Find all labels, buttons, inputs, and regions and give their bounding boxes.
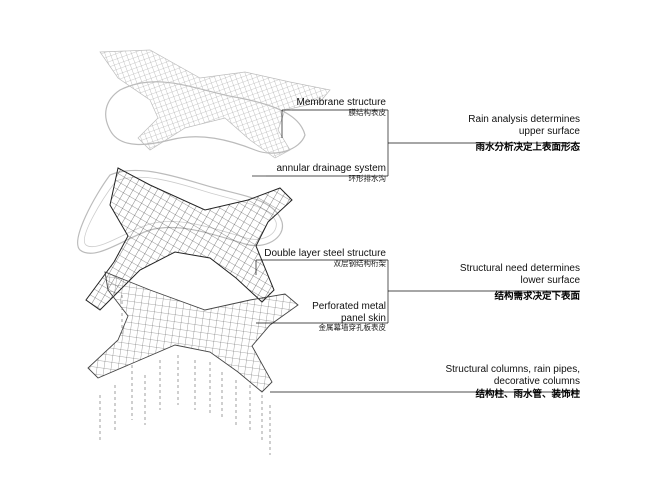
upper-note: Rain analysis determines upper surface 雨… [468,114,580,154]
lower-note: Structural need determines lower surface… [460,263,580,303]
drainage-label-en: annular drainage system [276,163,386,174]
columns-layer [99,295,271,455]
drainage-label-cn: 环形排水沟 [348,173,387,183]
upper-note-cn: 雨水分析决定上表面形态 [475,142,580,153]
steel-label-en: Double layer steel structure [264,248,386,259]
upper-note-en-2: upper surface [518,125,580,137]
columns-note-en-2: decorative columns [493,375,580,387]
steel-label: Double layer steel structure 双层钢结构桁架 [264,248,386,268]
membrane-label-cn: 膜结构表皮 [348,107,387,117]
upper-note-en-1: Rain analysis determines [468,114,580,125]
panel-label-cn: 金属幕墙穿孔板表皮 [318,323,387,332]
lower-note-cn: 结构需求决定下表面 [494,291,580,302]
columns-note-cn: 结构柱、雨水管、装饰柱 [475,389,580,400]
panel-label: Perforated metal panel skin 金属幕墙穿孔板表皮 [312,301,386,333]
membrane-label-en: Membrane structure [296,97,386,108]
panel-label-en-2: panel skin [340,312,386,324]
steel-layer [85,167,293,311]
lower-note-en-2: lower surface [520,274,580,286]
lower-note-en-1: Structural need determines [459,263,580,274]
panel-layer [87,271,299,393]
membrane-layer [99,49,331,159]
columns-note-en-1: Structural columns, rain pipes, [445,364,580,375]
columns-note: Structural columns, rain pipes, decorati… [445,364,580,401]
panel-label-en-1: Perforated metal [312,301,386,312]
leader-lines [252,109,580,393]
drainage-label: annular drainage system 环形排水沟 [276,163,386,183]
membrane-label: Membrane structure 膜结构表皮 [297,97,386,117]
steel-label-cn: 双层钢结构桁架 [333,258,387,268]
